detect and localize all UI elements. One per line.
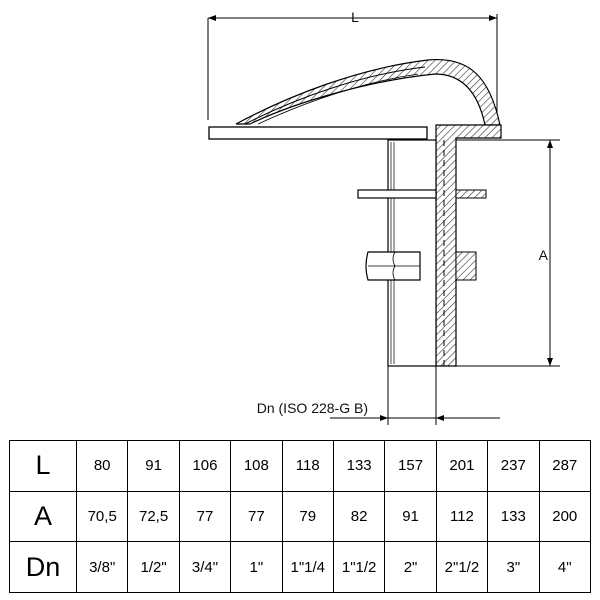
table-cell: 237: [487, 440, 540, 492]
dimension-l: L: [207, 9, 498, 120]
technical-drawing: L A Dn (ISO 228: [207, 9, 560, 425]
dimension-dn: Dn (ISO 228-G B): [257, 366, 500, 425]
table-cell: 79: [281, 490, 334, 543]
table-row-l: L 80 91 106 108 118 133 157 201 237 287: [9, 440, 592, 492]
table-cell: 4": [538, 541, 592, 593]
table-row-a: A 70,5 72,5 77 77 79 82 91 112 133 200: [9, 490, 592, 543]
row-header-a: A: [9, 490, 77, 543]
table-cell: 3/4": [178, 541, 232, 593]
row-header-l: L: [9, 440, 77, 492]
specs-table: L 80 91 106 108 118 133 157 201 237 287 …: [9, 440, 592, 593]
table-cell: 108: [230, 440, 283, 492]
table-cell: 157: [384, 440, 437, 492]
flange-plate: [208, 126, 428, 140]
table-cell: 118: [281, 440, 334, 492]
table-cell: 200: [538, 490, 592, 543]
nut-section: [455, 251, 477, 281]
table-cell: 3": [487, 541, 540, 593]
table-cell: 72,5: [127, 490, 180, 543]
flange-section: [435, 124, 502, 367]
table-cell: 2"1/2: [435, 541, 489, 593]
table-cell: 3/8": [75, 541, 129, 593]
table-cell: 80: [75, 440, 129, 492]
table-cell: 287: [538, 440, 592, 492]
table-cell: 133: [487, 490, 540, 543]
table-cell: 91: [127, 440, 180, 492]
table-cell: 77: [230, 490, 283, 543]
table-cell: 1": [230, 541, 283, 593]
table-cell: 1"1/2: [332, 541, 386, 593]
table-cell: 2": [384, 541, 437, 593]
dimension-a: A: [456, 139, 560, 367]
dimension-dn-label: Dn (ISO 228-G B): [257, 400, 368, 416]
table-cell: 133: [332, 440, 386, 492]
nut: [365, 251, 421, 281]
table-cell: 1/2": [127, 541, 180, 593]
table-cell: 201: [435, 440, 489, 492]
table-row-dn: Dn 3/8" 1/2" 3/4" 1" 1"1/4 1"1/2 2" 2"1/…: [9, 541, 592, 593]
scoop-hood: [235, 58, 501, 126]
table-cell: 106: [178, 440, 232, 492]
dimension-a-label: A: [539, 247, 549, 263]
table-cell: 77: [178, 490, 232, 543]
dimension-l-label: L: [351, 9, 359, 25]
table-cell: 82: [332, 490, 386, 543]
row-header-dn: Dn: [9, 541, 77, 593]
table-cell: 1"1/4: [281, 541, 334, 593]
washer: [357, 189, 437, 199]
table-cell: 70,5: [75, 490, 129, 543]
table-cell: 112: [435, 490, 489, 543]
washer-section: [455, 189, 487, 199]
table-cell: 91: [384, 490, 437, 543]
